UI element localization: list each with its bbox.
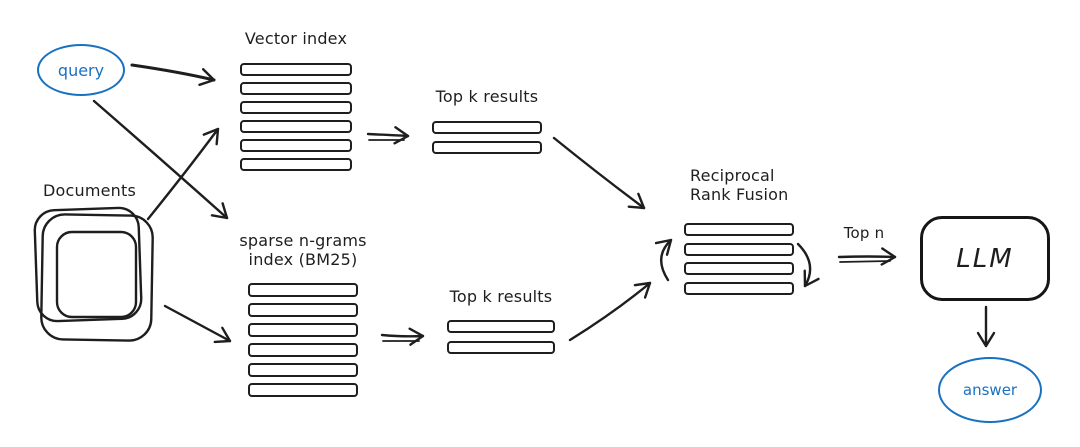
index-bar xyxy=(447,341,555,354)
arrow-rrf-to-llm xyxy=(837,247,897,266)
index-bar xyxy=(240,120,352,133)
index-bar xyxy=(248,303,358,317)
documents-stack-shape xyxy=(33,206,154,342)
arrow-top-k-sparse-to-rrf xyxy=(568,281,652,342)
index-bar xyxy=(447,320,555,333)
node-answer: answer xyxy=(938,357,1042,423)
arrow-query-to-vector-index xyxy=(130,63,216,87)
index-bar xyxy=(248,363,358,377)
arrow-vector-index-to-top-k xyxy=(366,126,410,145)
index-bar xyxy=(684,223,794,236)
index-bar xyxy=(684,281,794,295)
arrow-rrf-to-llm-2 xyxy=(839,260,891,263)
top-k-sparse-stack xyxy=(447,320,555,354)
rrf-cycle-arrow-left xyxy=(654,238,673,282)
rrf-stack xyxy=(684,223,794,295)
index-bar xyxy=(432,121,542,134)
sparse-index-stack xyxy=(248,283,358,397)
index-bar xyxy=(684,262,794,275)
vector-index-label: Vector index xyxy=(244,29,348,48)
node-llm: LLM xyxy=(920,216,1050,301)
index-bar xyxy=(240,101,352,114)
index-bar xyxy=(240,158,352,171)
index-bar xyxy=(248,323,358,337)
index-bar xyxy=(240,63,352,76)
top-k-sparse-label: Top k results xyxy=(449,287,553,306)
llm-label: LLM xyxy=(956,243,1014,274)
index-bar xyxy=(248,383,358,397)
index-bar xyxy=(248,343,358,357)
arrow-documents-to-sparse-index xyxy=(163,304,232,344)
index-bar xyxy=(240,139,352,152)
top-k-vector-stack xyxy=(432,121,542,154)
index-bar xyxy=(432,141,542,154)
arrow-sparse-index-to-top-k xyxy=(380,327,425,346)
documents-label: Documents xyxy=(43,181,137,200)
arrow-top-k-vector-to-rrf xyxy=(552,136,646,210)
rrf-cycle-arrow-right xyxy=(796,242,820,288)
query-label: query xyxy=(57,60,105,80)
index-bar xyxy=(684,242,794,256)
top-n-edge-label: Top n xyxy=(843,224,885,242)
answer-label: answer xyxy=(962,381,1018,399)
arrow-documents-to-vector-index xyxy=(146,127,220,221)
node-query: query xyxy=(37,44,125,96)
vector-index-stack xyxy=(240,63,352,171)
index-bar xyxy=(240,82,352,95)
top-k-vector-label: Top k results xyxy=(435,87,539,106)
index-bar xyxy=(248,283,358,297)
arrow-query-to-sparse-index xyxy=(92,99,229,220)
